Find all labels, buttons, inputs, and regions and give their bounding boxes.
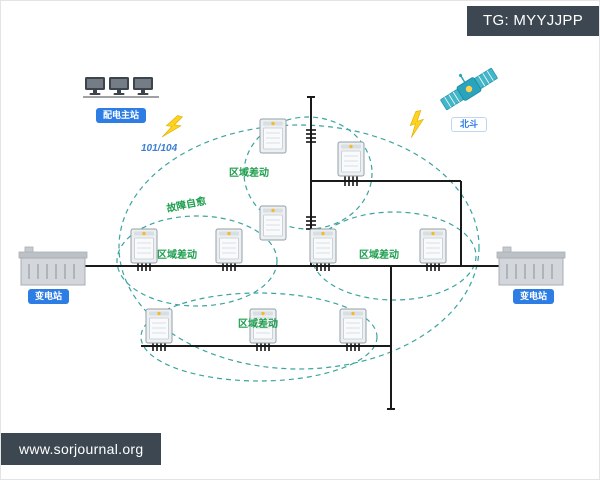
cabinet-icon [145, 308, 173, 344]
zone-ellipse-left [116, 215, 278, 307]
cabinet-icon [339, 308, 367, 344]
master-station-badge: 配电主站 [96, 108, 147, 123]
cabinet-icon [130, 228, 158, 264]
cabinet-icon [419, 228, 447, 264]
substation-right-badge: 变电站 [513, 289, 555, 304]
cabinet-icon [259, 118, 287, 154]
top-right-watermark: TG: MYYJJPP [467, 6, 599, 36]
cabinet-icon [259, 205, 287, 241]
beidou-badge: 北斗 [451, 117, 488, 132]
bottom-left-watermark: www.sorjournal.org [1, 433, 162, 465]
cabinet-icon [215, 228, 243, 264]
protocol-label: 101/104 [141, 143, 178, 154]
lightning-icon-right [406, 109, 427, 139]
cabinet-icon [337, 141, 365, 177]
zone-ellipse-outer [118, 124, 480, 370]
lightning-icon-left [161, 112, 184, 142]
zone-label-bottom: 区域差动 [238, 319, 278, 330]
computers-icon [83, 77, 159, 98]
busbar-connectors [137, 129, 440, 352]
substation-left-badge: 变电站 [28, 289, 70, 304]
zone-label-left: 区域差动 [157, 250, 197, 261]
substation-building-left-icon [18, 246, 88, 286]
cabinet-icon [309, 228, 337, 264]
zone-label-top: 区域差动 [229, 168, 269, 179]
zone-label-right: 区域差动 [359, 250, 399, 261]
satellite-icon [440, 67, 498, 111]
zone-ellipse-bottom [140, 292, 378, 382]
substation-building-right-icon [496, 246, 566, 286]
cabinets [130, 118, 447, 344]
